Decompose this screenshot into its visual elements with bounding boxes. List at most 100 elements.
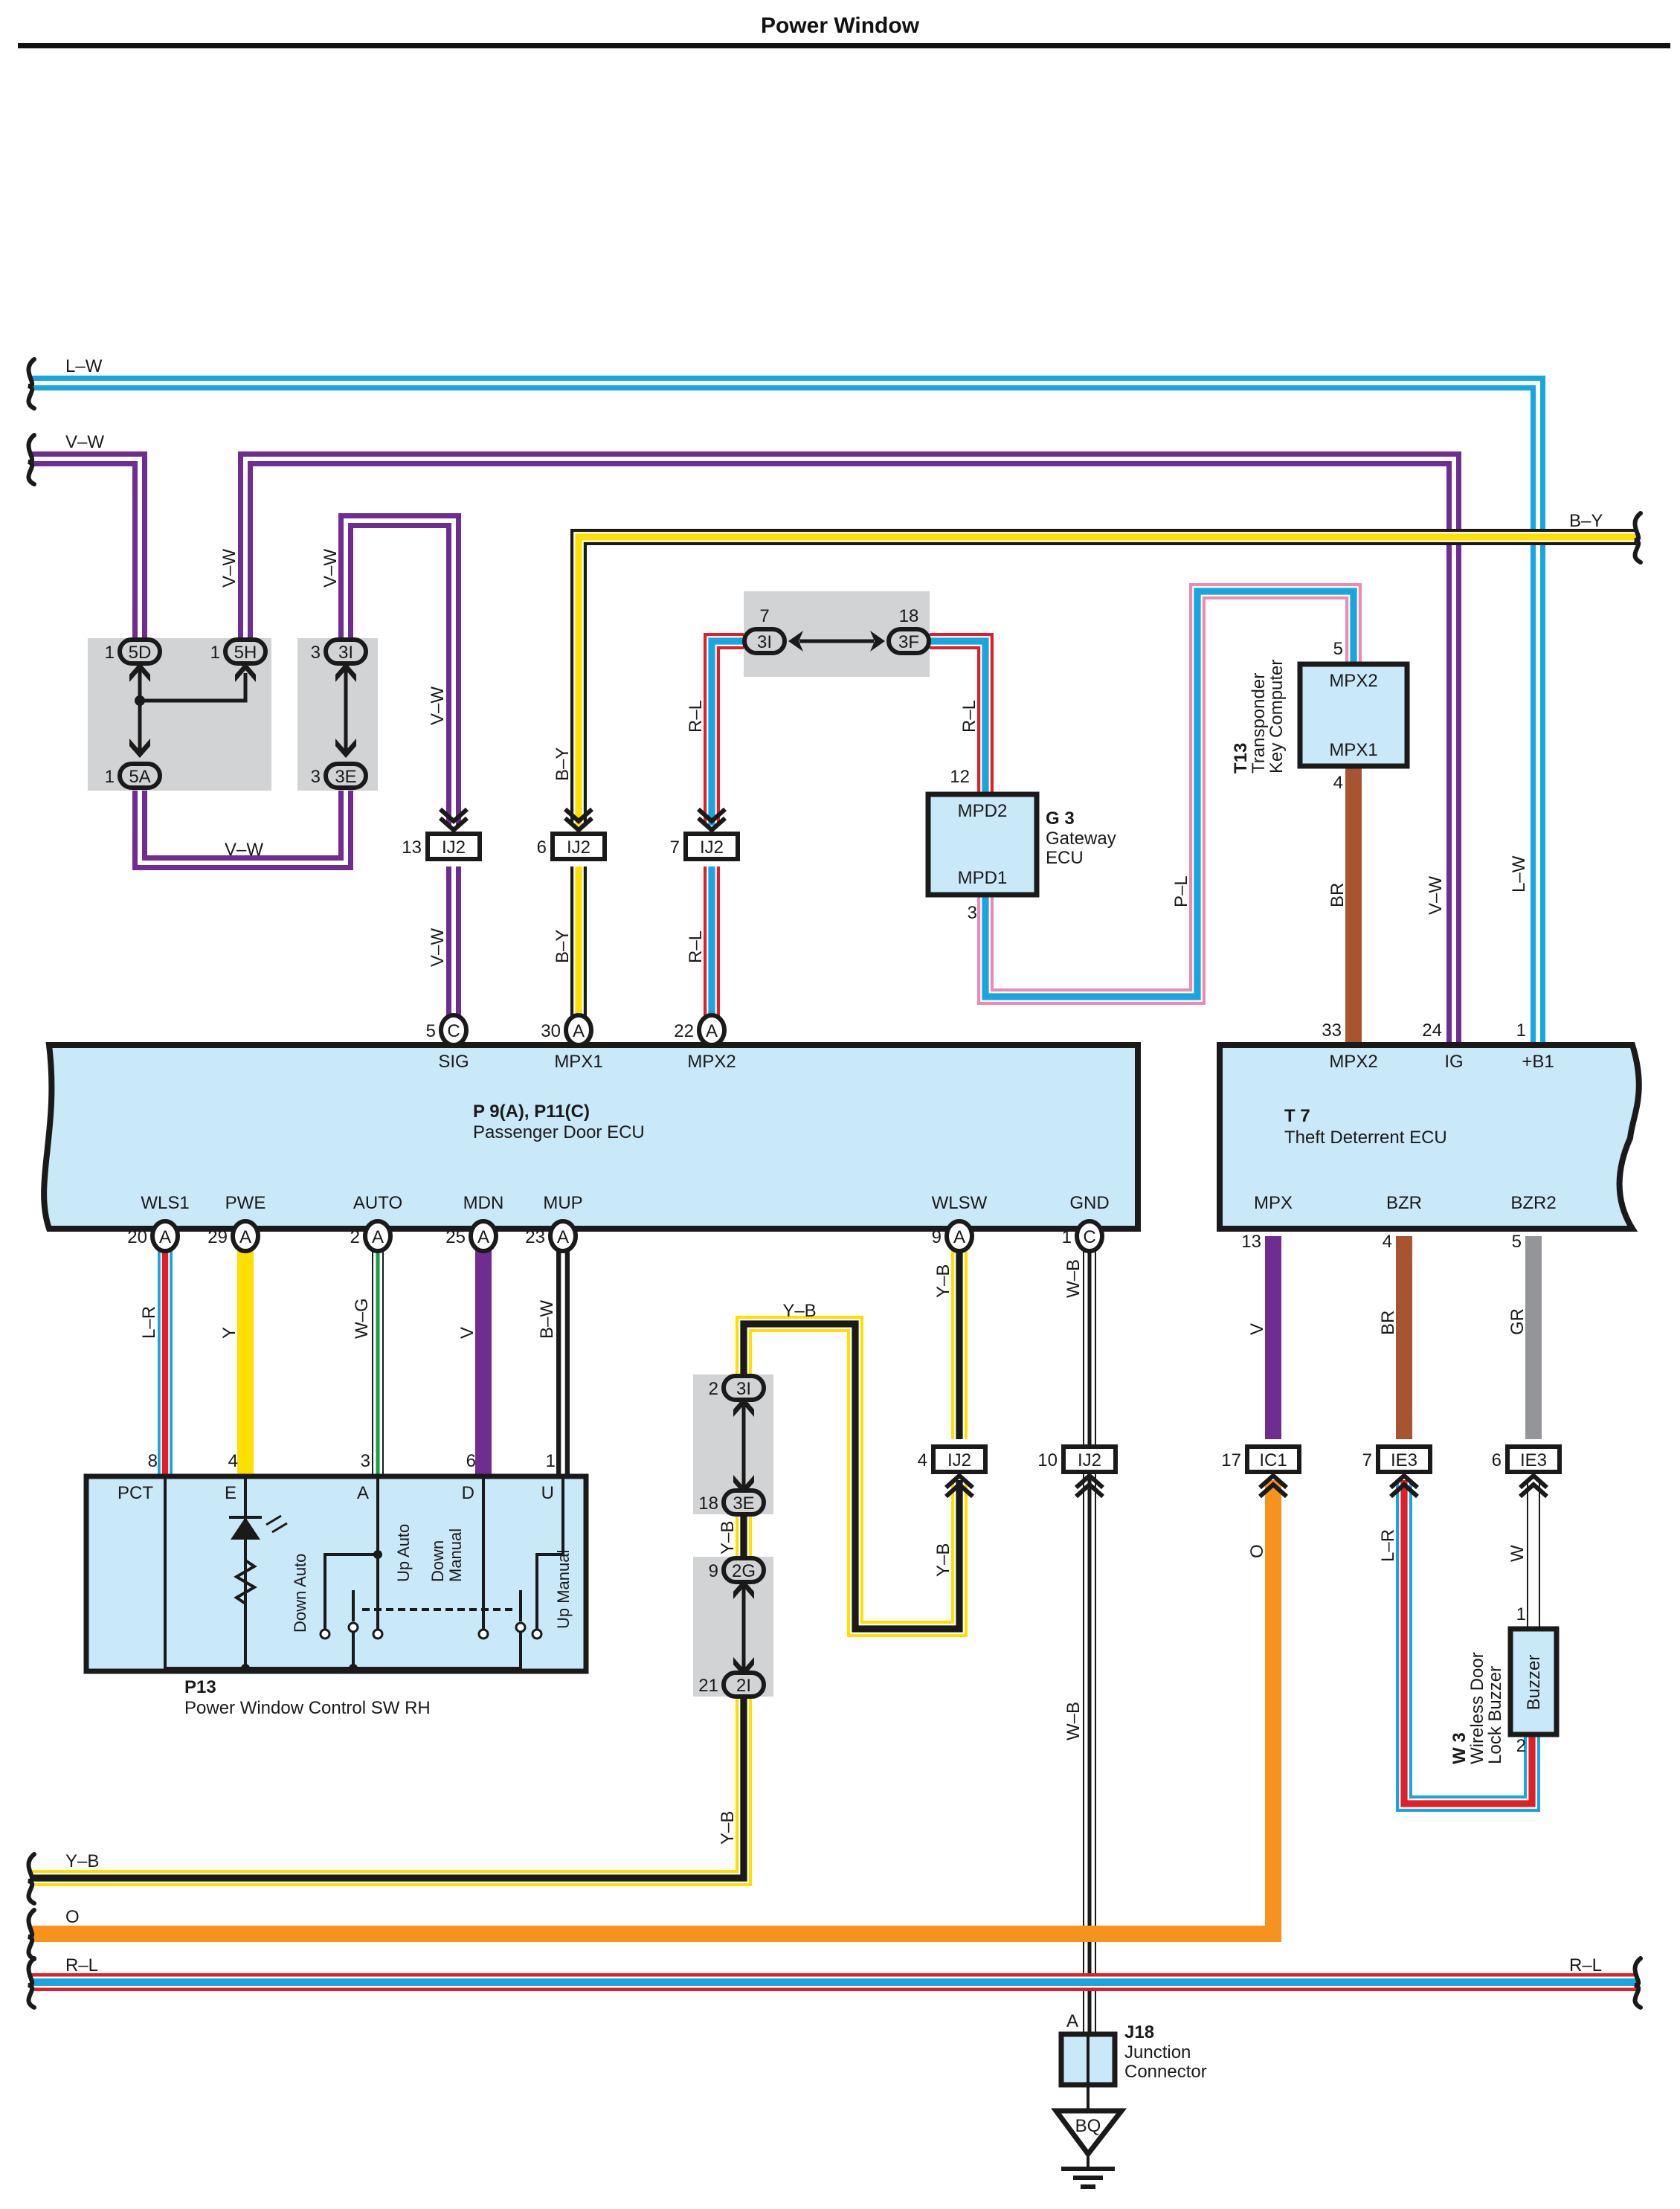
- wire-label-lw: L–W: [65, 356, 103, 376]
- connector-ij2-13-id: IJ2: [442, 837, 466, 858]
- passenger-top-pin-1-pin: 30: [541, 1021, 561, 1041]
- splice-3i-c-pin: 2: [709, 1379, 718, 1399]
- junction-pin-a: A: [1066, 2011, 1078, 2031]
- splice-2i-id: 2I: [736, 1676, 751, 1696]
- wire-label-rl-left: R–L: [65, 1955, 98, 1975]
- wire-lw-bus: [30, 376, 1545, 1043]
- passenger-term-auto: AUTO: [353, 1193, 402, 1213]
- chevron-ij2-13-0: [439, 807, 469, 825]
- theft-pin-top-1: 24: [1422, 1020, 1442, 1041]
- splice-3e-c-oval: [721, 1488, 766, 1517]
- connector-ij2-4-pin: 4: [918, 1450, 927, 1470]
- connector-ij2-4-id: IJ2: [947, 1450, 971, 1470]
- wire-label-yb-1: Y–B: [933, 1264, 953, 1298]
- wire-yb-loop: [30, 1316, 968, 1886]
- wire-label-y: Y: [219, 1327, 239, 1339]
- passenger-bottom-pin-2-conn: A: [372, 1227, 384, 1247]
- wire-by-outer: [570, 529, 1636, 826]
- splice-5h-id: 5H: [234, 643, 257, 663]
- splice-5a-pin: 1: [105, 767, 115, 787]
- wire-rl-1-mid: [708, 637, 744, 826]
- passenger-top-pin-2-conn: A: [706, 1021, 718, 1041]
- junction-dot-a: [373, 1550, 382, 1559]
- wire-vw-sig: [338, 513, 461, 826]
- label-down-manual-1: Down: [428, 1540, 447, 1582]
- connector-ie3-6-box: [1505, 1444, 1562, 1474]
- passenger-term-mpx1: MPX1: [554, 1052, 602, 1072]
- pw-switch-box: [83, 1473, 589, 1674]
- passenger-ecu-code: P 9(A), P11(C): [473, 1102, 590, 1122]
- connector-ij2-10-id: IJ2: [1078, 1450, 1101, 1470]
- chevron-ij2-4-0: [944, 1481, 974, 1499]
- wire-label-vw: V–W: [65, 432, 104, 452]
- passenger-bottom-pin-3-circle: [469, 1219, 498, 1253]
- gateway-pin-12: 12: [950, 767, 970, 787]
- pw-switch-pin-1: 4: [228, 1451, 238, 1471]
- contact-point-4: [347, 1621, 359, 1633]
- buzzer-name-1: Wireless Door: [1467, 1652, 1487, 1764]
- wire-label-v: V: [457, 1327, 477, 1339]
- buzzer-inner-label: Buzzer: [1524, 1655, 1544, 1711]
- wire-rl-1-gap: [707, 636, 744, 826]
- passenger-bottom-pin-6-conn: C: [1083, 1227, 1095, 1247]
- splice-3e-c-pin: 18: [698, 1493, 718, 1514]
- components-layer: [26, 357, 1643, 2189]
- wire-label-yb-3: Y–B: [718, 1521, 738, 1554]
- chevron-ie3-7-1: [1389, 1472, 1419, 1490]
- wire-label-by: B–Y: [1569, 511, 1603, 531]
- wire-vw-in-inner: [30, 457, 142, 651]
- led-light-rays-icon: [265, 1514, 288, 1534]
- wire-label-vw-ig: V–W: [1426, 876, 1446, 915]
- wire-label-yb-bus: Y–B: [65, 1851, 99, 1871]
- chevron-ie3-7-0: [1389, 1481, 1419, 1499]
- passenger-term-mup: MUP: [543, 1193, 582, 1213]
- passenger-top-pin-2-circle: [697, 1013, 727, 1047]
- passenger-term-gnd: GND: [1069, 1193, 1109, 1213]
- gateway-ecu-box: [925, 791, 1040, 898]
- chevron-ie3-6-1: [1519, 1472, 1548, 1490]
- passenger-term-pwe: PWE: [225, 1193, 266, 1213]
- label-up-manual: Up Manual: [554, 1550, 573, 1629]
- wire-label-yb-2: Y–B: [933, 1543, 953, 1577]
- junction-dot-e: [241, 1664, 250, 1673]
- splice-5a-id: 5A: [129, 767, 150, 787]
- splice-3e-a-id: 3E: [335, 767, 356, 787]
- passenger-bottom-pin-4-pin: 23: [525, 1227, 545, 1247]
- wire-label-yb-4: Y–B: [718, 1811, 738, 1845]
- passenger-bottom-pin-4-circle: [548, 1219, 578, 1253]
- contact-point-3: [531, 1628, 543, 1640]
- theft-term-bottom-1: BZR: [1386, 1193, 1422, 1213]
- wire-by-mid: [575, 533, 1636, 826]
- chevron-ij2-7-0: [697, 807, 727, 825]
- theft-pin-bottom-1: 4: [1383, 1232, 1392, 1252]
- wire-rl-1: [704, 633, 744, 826]
- wire-pl-mid: [982, 588, 1357, 1000]
- splice-5h-oval: [223, 637, 268, 666]
- splice-arrow-5d: [129, 663, 150, 682]
- gateway-name-2: ECU: [1046, 848, 1084, 868]
- chevron-ij2-13-1: [439, 816, 469, 834]
- wire-o-solid: [30, 1480, 1281, 1942]
- passenger-bottom-pin-5-conn: A: [953, 1227, 965, 1247]
- pct-line: [164, 1479, 522, 1670]
- theft-pin-top-2: 1: [1516, 1020, 1526, 1041]
- transponder-name-1: Transponder: [1249, 673, 1269, 774]
- u-line: [535, 1479, 564, 1634]
- wire-label-vw-5: V–W: [428, 928, 448, 967]
- brace-yb: [26, 1852, 36, 1906]
- title-divider: [18, 43, 1670, 48]
- buzzer-name-2: Lock Buzzer: [1485, 1666, 1505, 1764]
- connector-ic1-17-pin: 17: [1221, 1450, 1241, 1470]
- passenger-bottom-pin-1-pin: 29: [207, 1227, 228, 1247]
- theft-ecu-box: [1217, 1042, 1642, 1232]
- wire-rl-2-mid: [930, 637, 989, 792]
- theft-term-bottom-0: MPX: [1254, 1193, 1293, 1213]
- passenger-top-pin-1-circle: [564, 1013, 593, 1047]
- contact-point-5: [515, 1621, 527, 1633]
- passenger-bottom-pin-5-pin: 9: [932, 1227, 942, 1247]
- connector-ie3-7-box: [1376, 1444, 1432, 1474]
- splice-3e-a-pin: 3: [311, 767, 321, 787]
- splice-2i-pin: 21: [698, 1676, 718, 1696]
- theft-term-top-2: +B1: [1522, 1052, 1554, 1072]
